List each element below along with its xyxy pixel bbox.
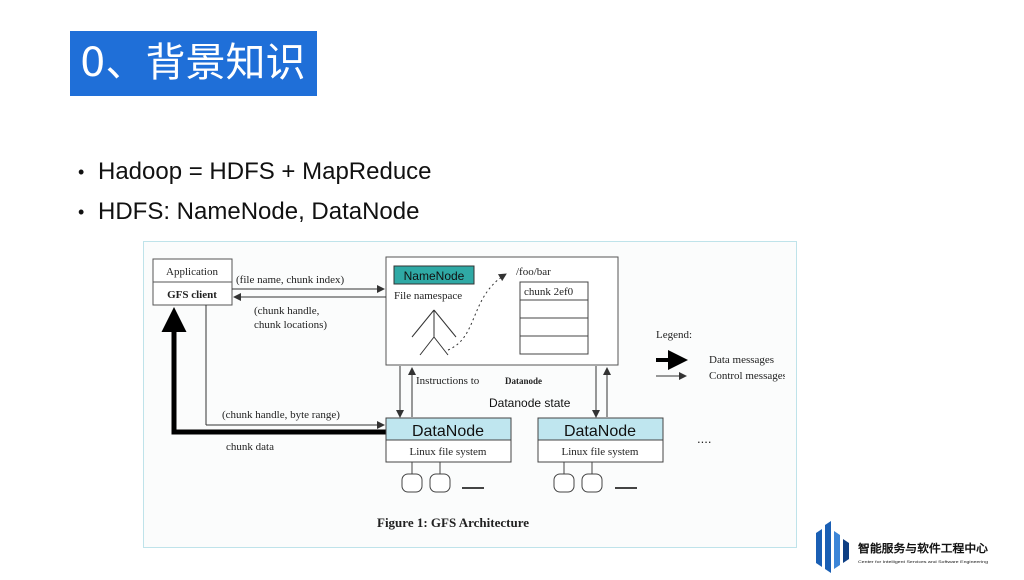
bullet-dot-icon: • <box>78 162 85 182</box>
linux-fs-2-label: Linux file system <box>562 446 639 458</box>
bullet-dot-icon: • <box>78 202 85 222</box>
logo-name-zh: 智能服务与软件工程中心 <box>858 541 988 555</box>
datanode-ellipsis: .... <box>697 431 711 446</box>
chunk-data-arrow <box>161 307 386 435</box>
datanode-2-label: DataNode <box>564 423 636 440</box>
gfs-client-label: GFS client <box>167 289 217 301</box>
namespace-pointer <box>447 273 507 351</box>
legend-control-messages: Control messages <box>709 370 787 382</box>
msg-chunk-handle-2: chunk locations) <box>254 319 327 331</box>
chunk-data-label: chunk data <box>226 441 274 453</box>
bullet-item: • Hadoop = HDFS + MapReduce <box>78 152 432 192</box>
architecture-diagram: Application GFS client NameNode File nam… <box>152 256 796 530</box>
figure-caption: Figure 1: GFS Architecture <box>377 515 529 530</box>
namenode-header <box>393 265 475 285</box>
institution-logo: 智能服务与软件工程中心 Center for Intelligent Servi… <box>814 515 994 575</box>
slide-title: 0、背景知识 <box>80 40 306 86</box>
datanode-1-fs-box <box>385 439 512 463</box>
chunk-table <box>519 281 589 355</box>
disk-icons <box>401 462 637 493</box>
namenode-label: NameNode <box>404 269 465 283</box>
logo-name-en: Center for Intelligent Services and Soft… <box>858 559 988 564</box>
msg-byte-range: (chunk handle, byte range) <box>222 409 340 421</box>
linux-fs-1-label: Linux file system <box>410 446 487 458</box>
datanode-state-label: Datanode state <box>489 396 571 410</box>
legend-data-messages: Data messages <box>709 354 774 366</box>
bullet-item: • HDFS: NameNode, DataNode <box>78 192 432 232</box>
namespace-tree-icon <box>411 309 457 356</box>
slide-title-box: 0、背景知识 <box>70 31 317 96</box>
bullet-text: Hadoop = HDFS + MapReduce <box>98 158 432 185</box>
msg-chunk-handle-1: (chunk handle, <box>254 305 320 317</box>
bullet-list: • Hadoop = HDFS + MapReduce • HDFS: Name… <box>78 152 432 232</box>
chunk-label: chunk 2ef0 <box>524 286 574 298</box>
datanode-2-fs-box <box>537 439 664 463</box>
logo-mark-icon <box>816 521 849 573</box>
msg-file-name: (file name, chunk index) <box>236 274 344 286</box>
application-label: Application <box>166 266 218 278</box>
instructions-label: Instructions to <box>416 375 480 387</box>
gfs-architecture-figure: Application GFS client NameNode File nam… <box>143 241 797 548</box>
bullet-text: HDFS: NameNode, DataNode <box>98 198 420 225</box>
file-namespace-label: File namespace <box>394 290 462 302</box>
datanode-1-label: DataNode <box>412 423 484 440</box>
path-label: /foo/bar <box>516 266 551 278</box>
instructions-target: Datanode <box>505 376 542 386</box>
legend-title: Legend: <box>656 329 692 341</box>
